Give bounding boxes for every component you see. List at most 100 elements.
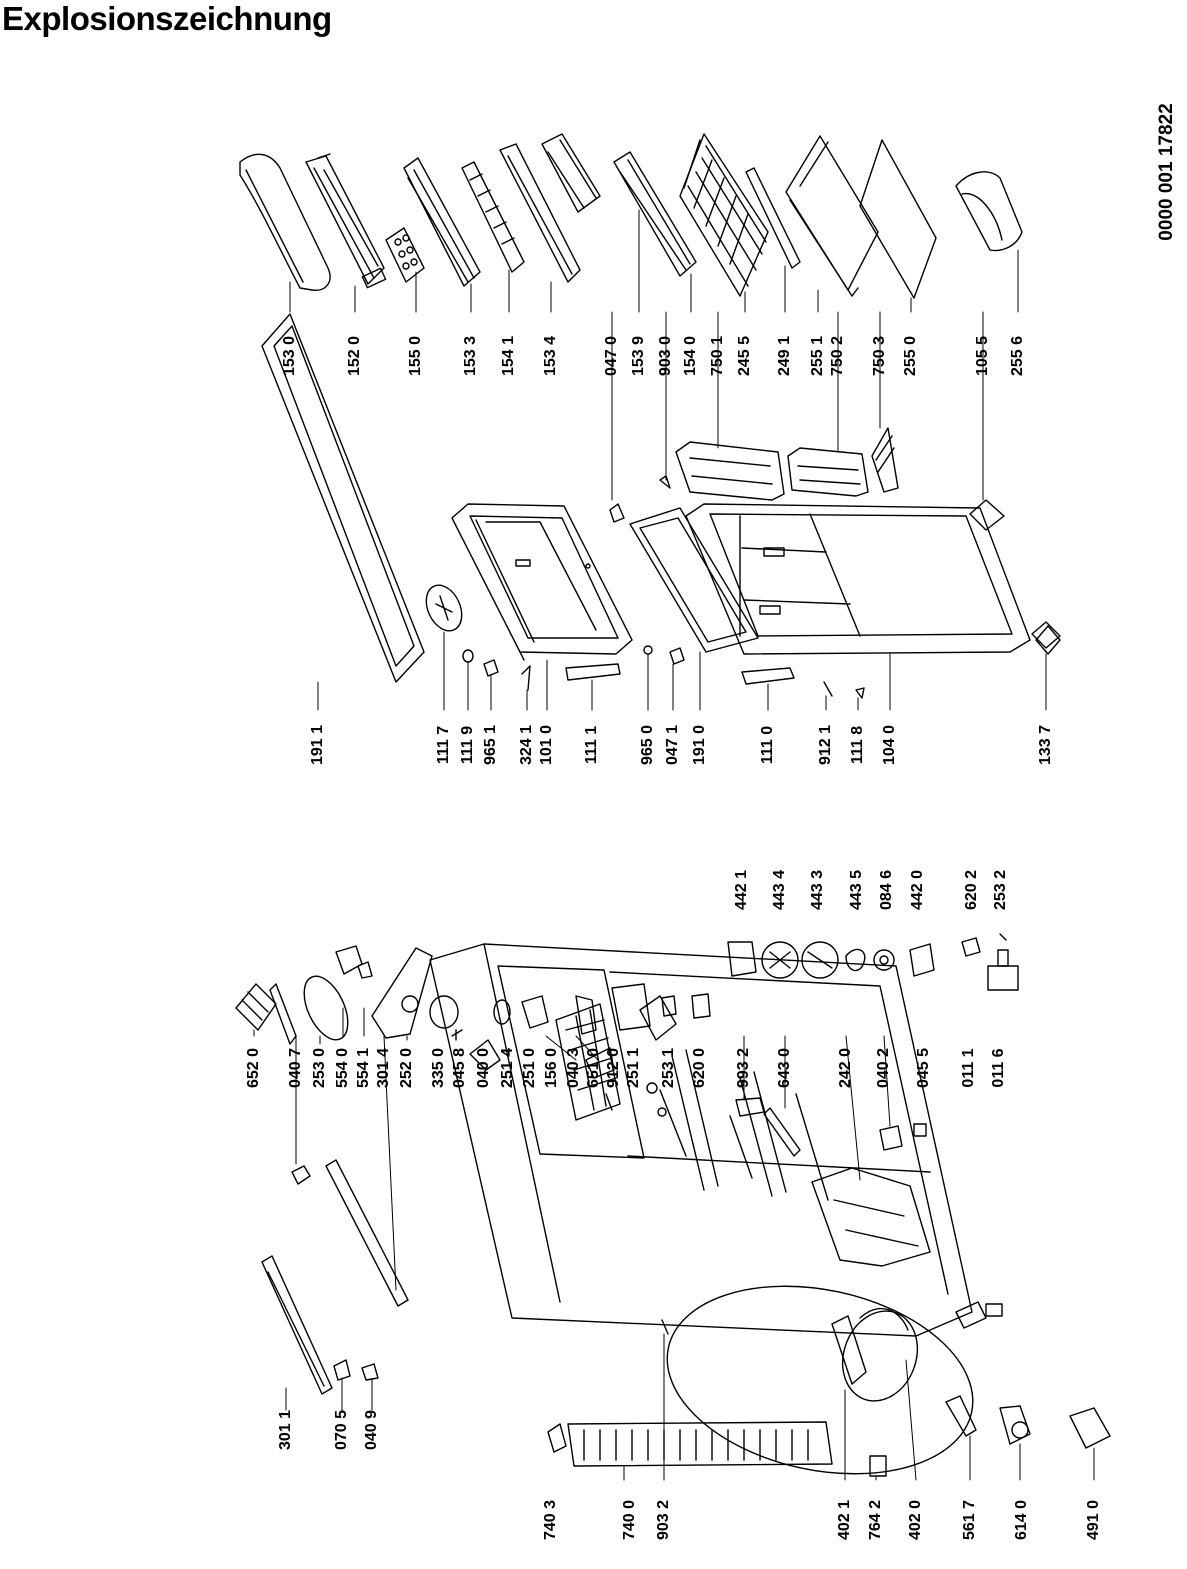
- part-label: 301 4: [375, 1047, 392, 1089]
- part-label: 253 0: [311, 1047, 328, 1089]
- part-label: 070 5: [333, 1409, 350, 1451]
- part-label: 111 1: [583, 725, 600, 765]
- part-label: 740 0: [621, 1499, 638, 1541]
- part-label: 111 8: [849, 725, 866, 765]
- part-153-4-door-rail: [500, 144, 580, 282]
- part-label: 335 0: [430, 1047, 447, 1089]
- part-label: 443 5: [848, 869, 865, 911]
- part-label: 442 1: [733, 869, 750, 911]
- leader-lines: [254, 210, 1094, 1480]
- part-153-9-butter-box: [542, 134, 600, 212]
- part-label: 993 2: [735, 1047, 752, 1089]
- part-label: 301 1: [277, 1409, 294, 1451]
- part-label: 104 0: [881, 724, 898, 766]
- part-label: 651 0: [585, 1047, 602, 1089]
- part-label: 740 3: [542, 1499, 559, 1541]
- part-label: 255 6: [1009, 335, 1026, 377]
- part-label: 242 0: [837, 1047, 854, 1089]
- part-label: 047 0: [603, 335, 620, 377]
- part-label: 245 5: [736, 335, 753, 377]
- part-153-3-door-shelf: [404, 158, 480, 286]
- part-label: 251 4: [499, 1047, 516, 1089]
- part-label: 255 1: [809, 335, 826, 377]
- part-label: 251 1: [625, 1047, 642, 1089]
- bottom-electrical-parts: [548, 1396, 1110, 1476]
- part-label: 251 0: [521, 1047, 538, 1089]
- part-label: 040 3: [565, 1047, 582, 1089]
- part-label: 620 2: [963, 869, 980, 911]
- part-label: 040 2: [875, 1047, 892, 1089]
- part-label: 101 0: [538, 724, 555, 766]
- part-label: 620 0: [691, 1047, 708, 1089]
- part-label: 442 0: [909, 869, 926, 911]
- part-label: 040 9: [363, 1409, 380, 1451]
- part-label: 750 2: [829, 335, 846, 377]
- part-label: 111 9: [459, 725, 476, 765]
- part-245-5-strip: [746, 168, 800, 268]
- part-label: 105 5: [974, 335, 991, 377]
- part-153-0-balcony-lid: [240, 154, 330, 290]
- part-label: 084 6: [878, 869, 895, 911]
- part-label: 402 0: [907, 1499, 924, 1541]
- page-title: Explosionszeichnung: [2, 0, 332, 37]
- part-label: 750 1: [709, 335, 726, 377]
- part-label: 965 1: [482, 724, 499, 766]
- part-301-top-bars: [262, 1160, 408, 1394]
- part-label: 443 4: [771, 869, 788, 911]
- part-label: 252 0: [398, 1047, 415, 1089]
- part-label: 154 1: [500, 335, 517, 377]
- part-label: 133 7: [1037, 724, 1054, 766]
- part-label: 153 3: [462, 335, 479, 377]
- part-750-1-wire-shelf: [680, 134, 768, 296]
- part-111-7-logo: [419, 579, 468, 636]
- part-label: 965 0: [639, 724, 656, 766]
- part-label: 040 7: [287, 1047, 304, 1089]
- part-label: 153 9: [630, 335, 647, 377]
- part-750-3-glass-plate: [860, 140, 936, 298]
- part-label: 652 0: [245, 1047, 262, 1089]
- part-label: 040 0: [475, 1047, 492, 1089]
- part-152-0-bottle-shelf: [306, 154, 386, 288]
- part-label: 764 2: [867, 1499, 884, 1541]
- part-label: 750 3: [871, 335, 888, 377]
- part-label: 191 0: [691, 724, 708, 766]
- part-label: 156 0: [543, 1047, 560, 1089]
- part-label: 191 1: [309, 724, 326, 766]
- part-255-1-glass-shelf: [786, 136, 878, 296]
- part-label: 111 7: [435, 725, 452, 765]
- part-105-5-cover: [956, 172, 1022, 251]
- part-label: 255 0: [902, 335, 919, 377]
- fridge-door-fittings: [660, 476, 1060, 940]
- part-label: 155 0: [407, 335, 424, 377]
- part-155-0-egg-tray: [386, 228, 424, 282]
- part-label: 443 3: [809, 869, 826, 911]
- part-label: 153 4: [542, 335, 559, 377]
- part-label: 643 0: [776, 1047, 793, 1089]
- part-label: 903 0: [657, 335, 674, 377]
- part-label: 045 5: [915, 1047, 932, 1089]
- part-label: 249 1: [776, 335, 793, 377]
- part-101-0-freezer-door: [452, 504, 632, 660]
- part-label: 561 7: [961, 1499, 978, 1541]
- part-154-0-door-shelf: [614, 152, 696, 276]
- part-191-0-door-gasket: [630, 508, 758, 652]
- part-label: 402 1: [836, 1499, 853, 1541]
- part-label: 491 0: [1085, 1499, 1102, 1541]
- part-label: 912 0: [605, 1047, 622, 1089]
- part-label: 154 0: [682, 335, 699, 377]
- part-750-door-racks: [676, 428, 898, 500]
- thermostat-lamp-assembly: [236, 946, 710, 1110]
- part-label: 045 8: [451, 1047, 468, 1089]
- part-label: 011 6: [990, 1048, 1007, 1088]
- part-label: 614 0: [1013, 1499, 1030, 1541]
- part-label: 011 1: [960, 1048, 977, 1088]
- part-104-0-fridge-door: [686, 504, 1030, 654]
- part-label: 554 1: [355, 1047, 372, 1089]
- part-402-0-compressor: [830, 1300, 929, 1411]
- part-label: 912 1: [817, 724, 834, 766]
- part-label: 152 0: [346, 335, 363, 377]
- cabinet-body: [430, 944, 990, 1500]
- part-133-7-foot: [1036, 626, 1060, 654]
